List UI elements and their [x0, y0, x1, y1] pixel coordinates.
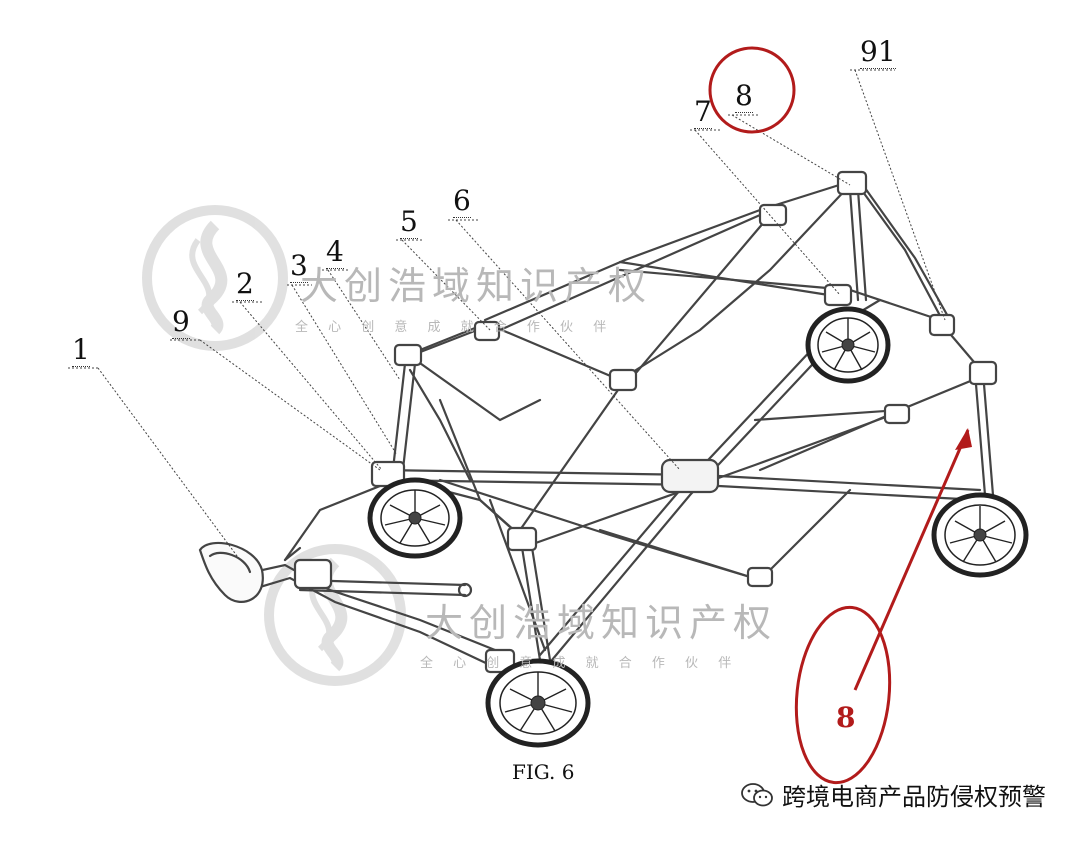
- reference-label-3: 3: [290, 249, 308, 283]
- reference-label-4: 4: [326, 235, 344, 269]
- circle-highlight: [708, 46, 796, 134]
- account-watermark: 跨境电商产品防侵权预警: [740, 777, 1046, 812]
- reference-label-5: 5: [400, 205, 418, 239]
- watermark-title: 大创浩域知识产权: [300, 264, 653, 308]
- callout-ellipse: [794, 605, 892, 785]
- wechat-icon: [741, 782, 773, 806]
- watermark-logo: [264, 544, 406, 686]
- annotation-markup: [708, 46, 970, 785]
- wheel: [485, 658, 591, 748]
- arrow-head-icon: [955, 428, 972, 450]
- account-name: 跨境电商产品防侵权预警: [782, 783, 1046, 811]
- callout-arrow: [853, 429, 970, 691]
- watermark-tagline: 全 心 创 意 成 就 合 作 伙 伴: [295, 320, 615, 335]
- reference-label-9: 9: [172, 305, 190, 339]
- reference-label-2: 2: [236, 267, 254, 301]
- reference-label-8: 8: [735, 79, 753, 113]
- watermark-logo: [142, 205, 288, 351]
- callout-label: 8: [836, 701, 856, 734]
- wheel: [805, 306, 891, 384]
- watermark-tagline: 全 心 创 意 成 就 合 作 伙 伴: [420, 656, 740, 671]
- reference-label-1: 1: [72, 333, 90, 367]
- reference-label-6: 6: [453, 184, 471, 218]
- reference-label-7: 7: [694, 95, 712, 129]
- wagon-frame: [198, 170, 998, 674]
- reference-label-91: 91: [860, 35, 896, 69]
- figure-caption: FIG. 6: [512, 760, 575, 784]
- wheel: [931, 492, 1029, 578]
- leader-lines: [68, 69, 946, 561]
- wheel: [367, 477, 463, 559]
- watermark-title: 大创浩域知识产权: [425, 601, 778, 645]
